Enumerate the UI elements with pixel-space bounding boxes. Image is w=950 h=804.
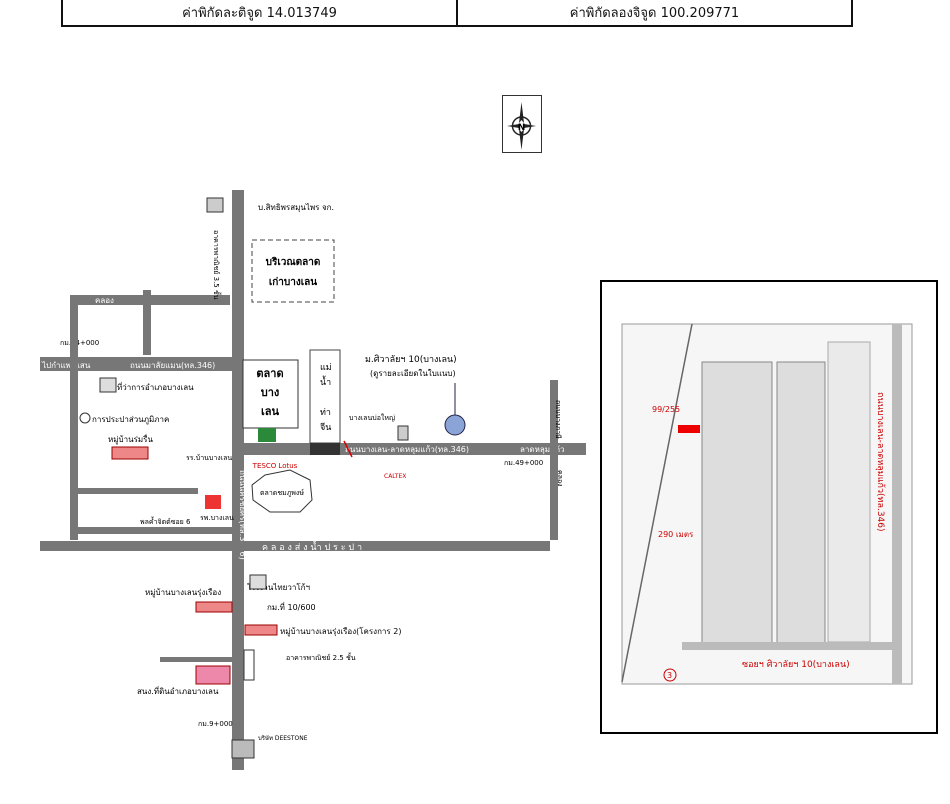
market-pattana-label: ตลาดชมภูพงษ์ xyxy=(260,489,304,497)
market-label-3: เลน xyxy=(261,405,280,418)
village-bangrung-label: หมู่บ้านบางเลนรุ่งเรือง xyxy=(145,588,221,598)
longitude-cell: ค่าพิกัดลองจิจูด 100.209771 xyxy=(456,0,851,25)
hospital-icon xyxy=(205,495,221,509)
canal-big xyxy=(40,541,550,551)
river-label-3: ท่า xyxy=(320,408,331,418)
river-label-4: จีน xyxy=(320,422,331,433)
district-office-icon xyxy=(99,377,117,393)
to-kamphaeng-label: ไปกำแพงแสน xyxy=(41,361,91,370)
north-arrow-icon: N xyxy=(507,102,536,150)
canal-big-label: ค ล อ ง ส่ ง น้ำ ป ร ะ ป า xyxy=(262,540,362,553)
seven-eleven-icon xyxy=(258,428,276,442)
project-detail-label: (ดูรายละเอียดในใบแนบ) xyxy=(370,369,456,379)
to-ladlumkaew-label: ลาดหลุมแก้ว xyxy=(520,445,565,454)
deestone-icon xyxy=(231,739,255,759)
bridge-mark xyxy=(343,440,353,458)
km10-label: กม.ที่ 10/600 xyxy=(267,601,316,612)
main-vertical-road xyxy=(232,190,244,770)
public-utility-label: การประปาส่วนภูมิภาค xyxy=(92,415,169,425)
village-bangrung2-icon xyxy=(244,624,278,636)
road-3296-label: ถนนนครชัยศรี(ทล.3296) xyxy=(238,470,247,560)
coordinates-table: ค่าพิกัดละติจูด 14.013749 ค่าพิกัดลองจิจ… xyxy=(61,0,853,27)
utility-icon xyxy=(79,412,91,424)
school-label: รร.บ้านบางเลน xyxy=(186,454,232,462)
plot-marker xyxy=(678,425,700,433)
left-road-h xyxy=(78,488,198,494)
hospital-label: รพ.บางเลน xyxy=(200,514,234,522)
site-plan-inset: 99/255 290 เมตร ซอยฯ ศิวาลัยฯ 10(บางเลน)… xyxy=(600,280,938,734)
polpat-label: พลค้ำจิตต์ซอย 6 xyxy=(140,515,191,526)
village-bangrung2-label: หมู่บ้านบางเลนรุ่งเรือง(โครงการ 2) xyxy=(280,626,401,637)
north-arrow-box: N xyxy=(502,95,542,153)
tesco-label: TESCO Lotus xyxy=(252,462,298,470)
road-346-left-label: ถนนมาลัยแมน(ทล.346) xyxy=(130,361,215,370)
km9-label: กม.9+000 xyxy=(198,720,233,728)
distance-label: 290 เมตร xyxy=(658,530,694,539)
building-left-label: อาคารพาณิชย์ 3.5 ชั้น xyxy=(212,230,223,300)
river-label-2: น้ำ xyxy=(320,375,331,388)
building-25-box xyxy=(243,649,255,681)
road-346-left xyxy=(40,357,232,371)
project-site-marker xyxy=(444,414,466,436)
road-main-label: ถนนบางเลน-ลาดหลุมแก้ว(ทล.346) xyxy=(345,445,469,454)
market-label-1: ตลาด xyxy=(256,367,283,380)
village-bangrung-icon xyxy=(195,601,233,613)
building-25-label: อาคารพาณิชย์ 2.5 ชั้น xyxy=(286,651,356,662)
km49-label: กม.49+000 xyxy=(504,459,543,467)
market-pattana xyxy=(251,469,313,513)
old-market-label: บริเวณตลาด xyxy=(266,256,321,268)
bang-len-pond-label: บางเลนบ่อใหญ่ xyxy=(349,413,395,422)
lower-left-road xyxy=(160,657,232,662)
old-market-area xyxy=(251,239,335,303)
inset-road-label: ถนนบางเลน-ลาดหลุมแก้ว(ทล.346) xyxy=(875,392,886,532)
caltex-label: CALTEX xyxy=(384,473,406,480)
district-office-label: ที่ว่าการอำเภอบางเลน xyxy=(117,381,194,392)
sakhon-road-label: ถนนบางภาษี xyxy=(554,400,562,439)
plot-number-label: 99/255 xyxy=(652,405,680,414)
polpat-road xyxy=(78,527,232,534)
right-vertical-road xyxy=(550,380,558,540)
left-road-vertical xyxy=(70,295,78,540)
company-icon xyxy=(206,197,224,213)
project-label: ม.ศิวาลัยฯ 10(บางเลน) xyxy=(365,354,457,365)
village-rien-label: หมู่บ้านร่มรื่น xyxy=(108,433,153,445)
north-label: N xyxy=(518,123,526,133)
old-market-label-2: เก่าบางเลน xyxy=(269,276,317,288)
latitude-cell: ค่าพิกัดละติจูด 14.013749 xyxy=(182,6,337,21)
road-map: คลอง ถนนมาลัยแมน(ทล.346) ไปกำแพงแสน กม.5… xyxy=(40,190,586,770)
river-label-1: แม่ xyxy=(320,363,332,373)
canal-top-label: คลอง xyxy=(95,296,114,305)
land-office-label: สนง.ที่ดินอำเภอบางเลน xyxy=(137,685,219,696)
soi-label: ซอยฯ ศิวาลัยฯ 10(บางเลน) xyxy=(742,659,850,670)
inset-marker-label: 3 xyxy=(667,671,672,680)
km54-label: กม.54+000 xyxy=(60,339,99,347)
company-top-label: บ.สิทธิพรสมุนไพร จก. xyxy=(258,203,334,212)
khlong-right-label: คลอง xyxy=(556,470,564,487)
tai-wacoal-label: โรงงานไทยวาโก้ฯ xyxy=(247,582,310,592)
caltex-icon xyxy=(397,425,409,441)
village-rien-icon xyxy=(111,446,149,460)
deestone-label: บริษัท DEESTONE xyxy=(258,735,308,742)
side-road-top xyxy=(143,290,151,355)
bridge xyxy=(310,443,340,455)
tai-wacoal-icon xyxy=(249,574,267,590)
land-office-icon xyxy=(195,665,231,685)
market-label-2: บาง xyxy=(261,386,280,399)
site-plan-svg: 99/255 290 เมตร ซอยฯ ศิวาลัยฯ 10(บางเลน)… xyxy=(621,323,913,685)
